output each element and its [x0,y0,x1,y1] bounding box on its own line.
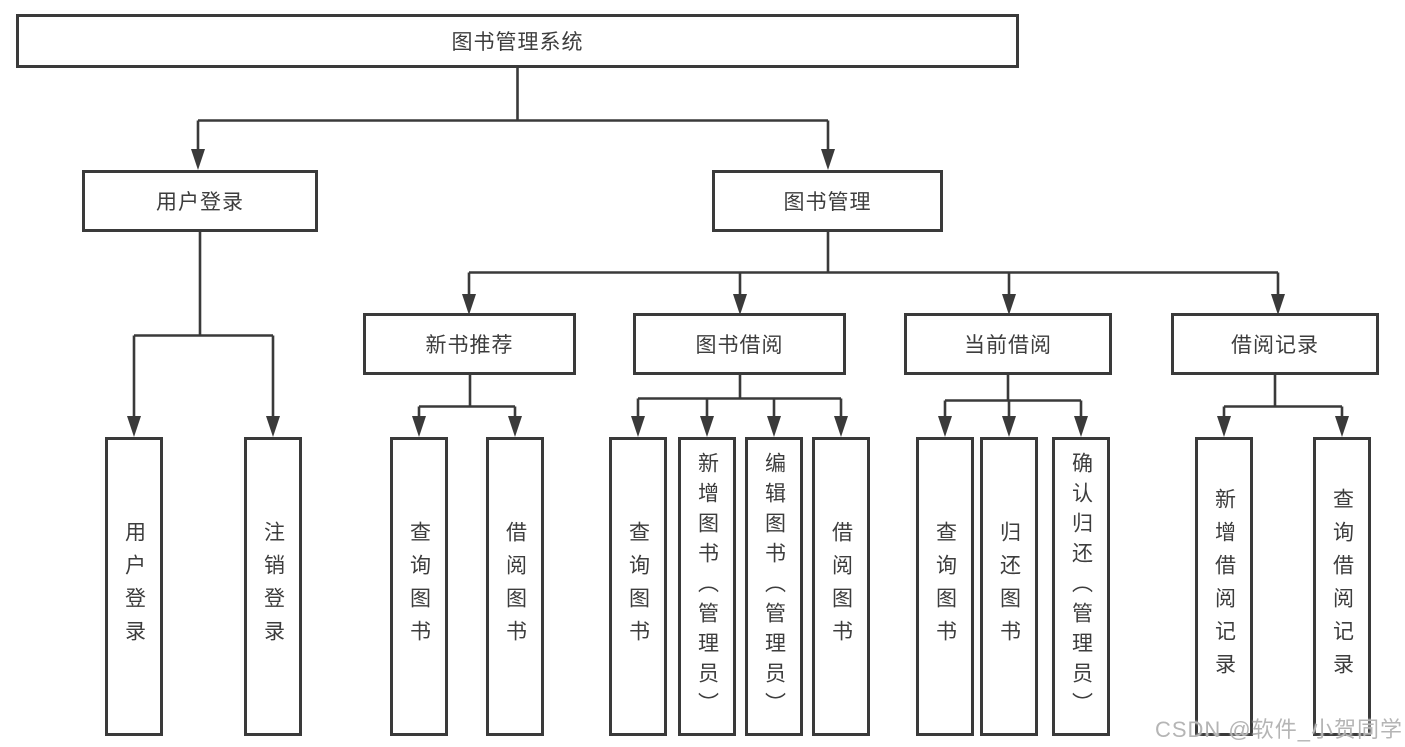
node-label: 新增借阅记录 [1212,487,1236,686]
node-label: 查询图书 [933,520,957,653]
node-label: 查询图书 [626,520,650,653]
node-user-login: 用户登录 [82,170,318,232]
node-leaf-return-books: 归还图书 [980,437,1038,736]
node-book-management: 图书管理 [712,170,943,232]
node-leaf-borrow-query-books: 查询图书 [609,437,667,736]
node-label: 借阅记录 [1231,334,1319,357]
node-leaf-current-query-books: 查询图书 [916,437,974,736]
node-label: 新增图书（管理员） [695,451,719,722]
node-current-borrowing: 当前借阅 [904,313,1112,375]
node-label: 新书推荐 [425,334,514,357]
node-label: 查询借阅记录 [1330,487,1354,686]
node-label: 用户登录 [156,191,244,214]
node-label: 借阅图书 [503,520,527,653]
node-leaf-add-borrow-record: 新增借阅记录 [1195,437,1253,736]
node-label: 用户登录 [122,520,146,653]
node-label: 图书管理 [783,191,872,214]
node-leaf-confirm-return-admin: 确认归还（管理员） [1052,437,1110,736]
node-new-book-recommendation: 新书推荐 [363,313,576,375]
node-label: 注销登录 [261,520,285,653]
node-book-borrowing: 图书借阅 [633,313,846,375]
node-leaf-user-login: 用户登录 [105,437,163,736]
node-label: 图书管理系统 [451,31,584,54]
node-label: 借阅图书 [829,520,853,653]
node-leaf-recommend-query-books: 查询图书 [390,437,448,736]
node-root-system: 图书管理系统 [16,14,1019,68]
node-leaf-edit-books-admin: 编辑图书（管理员） [745,437,803,736]
node-borrowing-records: 借阅记录 [1171,313,1379,375]
node-label: 查询图书 [407,520,431,653]
node-label: 确认归还（管理员） [1069,451,1093,722]
node-label: 当前借阅 [964,334,1052,357]
csdn-watermark: CSDN @软件_小贺同学 [1154,717,1403,742]
node-label: 归还图书 [997,520,1021,653]
node-leaf-logout: 注销登录 [244,437,302,736]
node-leaf-recommend-borrow-books: 借阅图书 [486,437,544,736]
node-leaf-query-borrow-record: 查询借阅记录 [1313,437,1371,736]
node-leaf-add-books-admin: 新增图书（管理员） [678,437,736,736]
node-label: 编辑图书（管理员） [762,451,786,722]
node-leaf-borrow-books: 借阅图书 [812,437,870,736]
node-label: 图书借阅 [695,334,784,357]
